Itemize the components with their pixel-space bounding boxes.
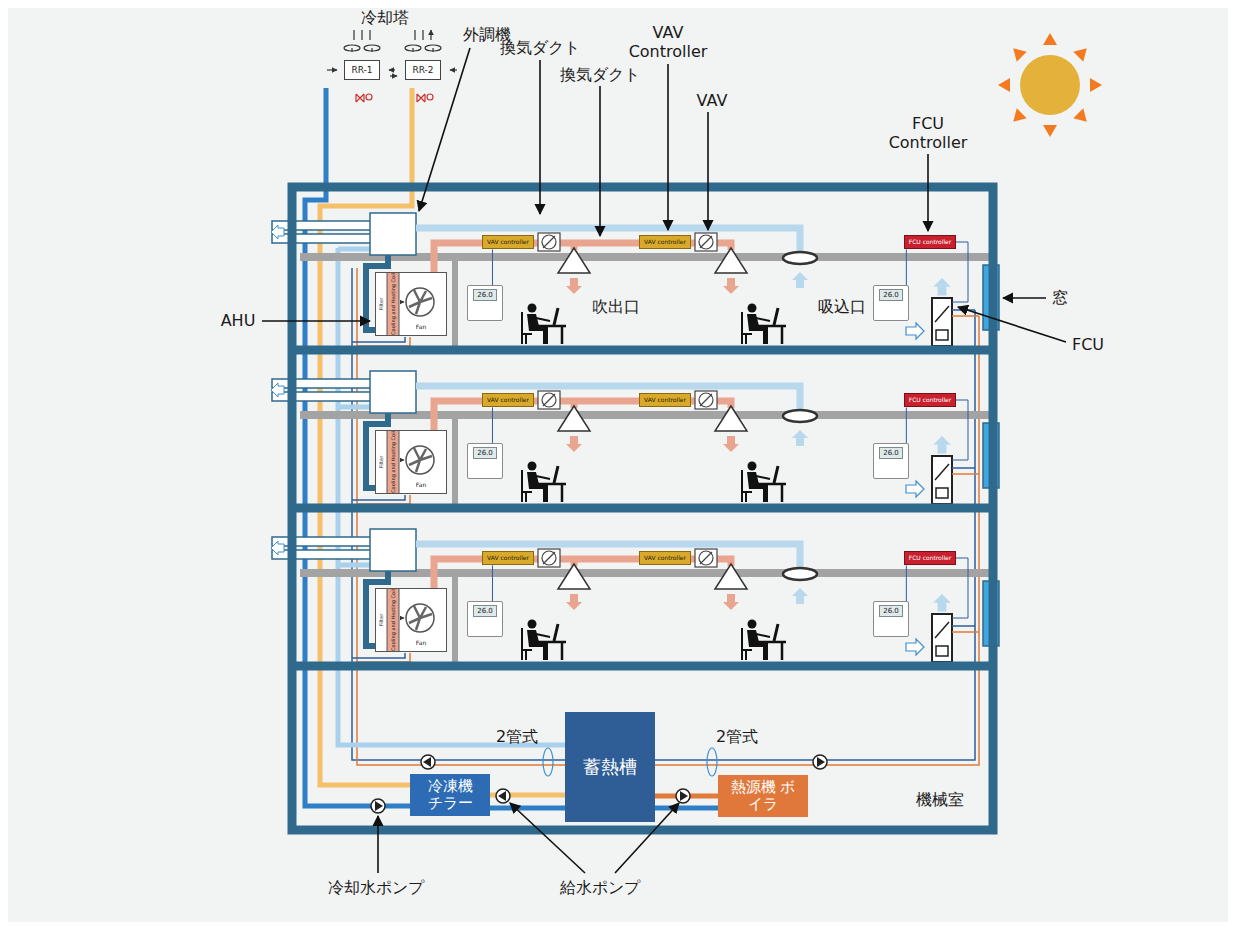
node-text: Fan bbox=[416, 482, 426, 489]
boiler-box: 熱源機 ボイラ bbox=[718, 775, 808, 818]
node-text: 26.0 bbox=[879, 289, 903, 301]
vav-controller: VAV controller bbox=[639, 235, 691, 250]
node-text: FCU controller bbox=[909, 555, 952, 562]
node-text: RR-2 bbox=[412, 65, 433, 75]
chiller-box: 冷凍機 チラー bbox=[410, 774, 490, 817]
thermostat: 26.0 bbox=[467, 285, 503, 321]
node-text: 26.0 bbox=[473, 605, 497, 617]
node-text: Filter bbox=[379, 298, 385, 310]
node-text: VAV controller bbox=[644, 555, 686, 562]
cooling-tower: RR-1 bbox=[344, 60, 379, 80]
air-handling-unit: Filter Cooling and Heating CoilFan bbox=[375, 272, 447, 336]
node-text: Fan bbox=[416, 640, 426, 647]
storage-tank: 蓄熱槽 bbox=[565, 712, 655, 822]
node-text: 26.0 bbox=[879, 447, 903, 459]
callout-label: 2管式 bbox=[496, 727, 538, 746]
node-text: 熱源機 ボイラ bbox=[726, 779, 800, 814]
vav-controller: VAV controller bbox=[639, 551, 691, 566]
pipe-connector bbox=[906, 565, 907, 601]
pipe-connector bbox=[492, 407, 493, 443]
node-text: Fan bbox=[416, 324, 426, 331]
callout-label: 2管式 bbox=[716, 727, 758, 746]
thermostat: 26.0 bbox=[873, 443, 909, 479]
callout-label: 窓 bbox=[1052, 288, 1068, 307]
callout-label: 冷却水ポンプ bbox=[328, 878, 424, 897]
node-text: RR-1 bbox=[351, 65, 372, 75]
callout-label: 吸込口 bbox=[818, 297, 866, 316]
node-text: 冷凍機 チラー bbox=[418, 778, 482, 813]
pipe-connector bbox=[492, 249, 493, 285]
pipe-connector bbox=[906, 249, 907, 285]
node-text: VAV controller bbox=[487, 555, 529, 562]
node-text: 26.0 bbox=[473, 447, 497, 459]
pipe-connector bbox=[906, 407, 907, 443]
vav-controller: VAV controller bbox=[482, 551, 534, 566]
callout-label: FCU Controller bbox=[880, 114, 976, 152]
node-text: Filter bbox=[379, 614, 385, 626]
node-text: 蓄熱槽 bbox=[583, 757, 637, 778]
thermostat: 26.0 bbox=[873, 601, 909, 637]
callout-label: 吹出口 bbox=[592, 297, 640, 316]
vav-controller: VAV controller bbox=[639, 393, 691, 408]
fcu-controller: FCU controller bbox=[904, 551, 957, 566]
thermostat: 26.0 bbox=[467, 601, 503, 637]
node-text: Cooling and Heating Coil bbox=[391, 589, 397, 651]
node-text: FCU controller bbox=[909, 239, 952, 246]
thermostat: 26.0 bbox=[467, 443, 503, 479]
fcu-controller: FCU controller bbox=[904, 235, 957, 250]
callout-label: 換気ダクト bbox=[560, 65, 640, 84]
node-text: Cooling and Heating Coil bbox=[391, 273, 397, 335]
pipe-connector bbox=[492, 565, 493, 601]
cooling-tower: RR-2 bbox=[405, 60, 440, 80]
callout-label: 冷却塔 bbox=[361, 8, 409, 27]
air-handling-unit: Filter Cooling and Heating CoilFan bbox=[375, 430, 447, 494]
node-text: VAV controller bbox=[644, 397, 686, 404]
callout-label: FCU bbox=[1072, 335, 1104, 354]
thermostat: 26.0 bbox=[873, 285, 909, 321]
node-text: Cooling and Heating Coil bbox=[391, 431, 397, 493]
callout-label: AHU bbox=[221, 311, 256, 330]
node-text: 26.0 bbox=[879, 605, 903, 617]
callout-label: 機械室 bbox=[916, 790, 964, 809]
callout-label: 換気ダクト bbox=[500, 38, 580, 57]
node-text: FCU controller bbox=[909, 397, 952, 404]
air-handling-unit: Filter Cooling and Heating CoilFan bbox=[375, 588, 447, 652]
node-text: VAV controller bbox=[644, 239, 686, 246]
vav-controller: VAV controller bbox=[482, 235, 534, 250]
callout-label: 給水ポンプ bbox=[560, 878, 640, 897]
callout-label: VAV Controller bbox=[620, 23, 716, 61]
vav-controller: VAV controller bbox=[482, 393, 534, 408]
node-text: VAV controller bbox=[487, 397, 529, 404]
callout-label: VAV bbox=[697, 91, 728, 110]
node-text: Filter bbox=[379, 456, 385, 468]
node-text: 26.0 bbox=[473, 289, 497, 301]
fcu-controller: FCU controller bbox=[904, 393, 957, 408]
node-text: VAV controller bbox=[487, 239, 529, 246]
